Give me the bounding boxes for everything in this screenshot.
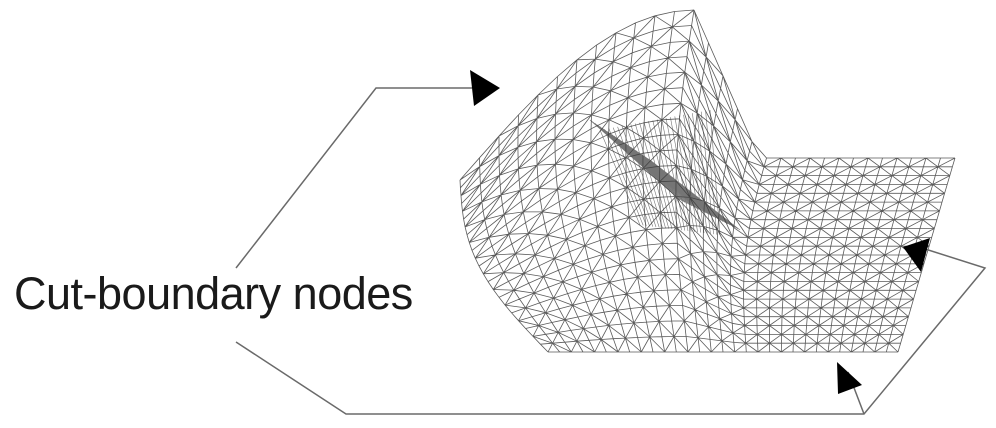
mesh-edges xyxy=(459,9,956,353)
arrowhead-icon xyxy=(470,70,500,106)
triangle-mesh xyxy=(459,9,956,353)
arrowheads xyxy=(470,70,930,394)
mesh-refined-region xyxy=(589,109,741,236)
pointer-line-upper xyxy=(235,87,472,269)
arrowhead-icon xyxy=(837,362,862,394)
cut-boundary-label: Cut-boundary nodes xyxy=(14,268,413,319)
arrowhead-icon xyxy=(903,238,930,272)
